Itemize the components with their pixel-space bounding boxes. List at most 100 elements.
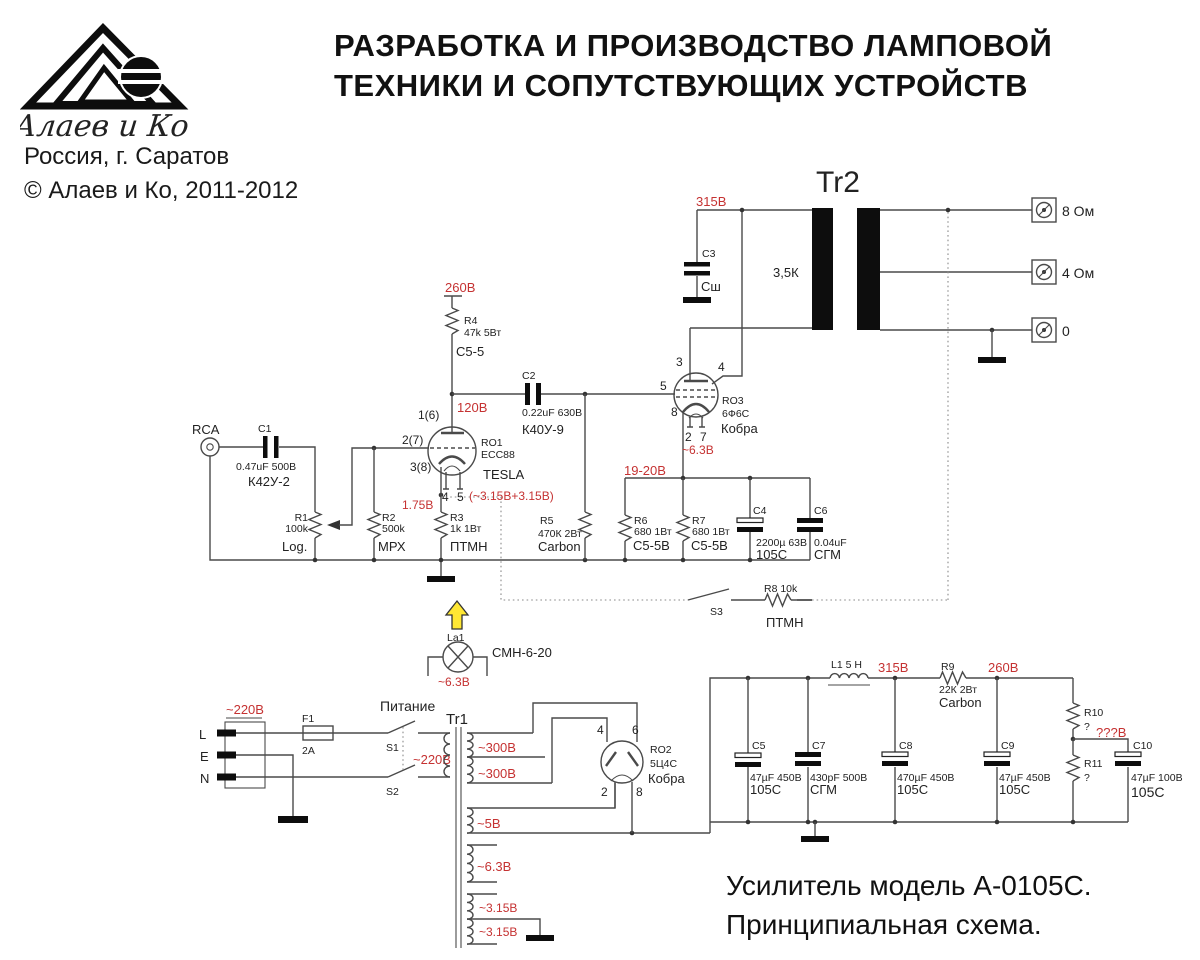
feedback-loop: S3 R8 10k ПТМН <box>441 212 949 630</box>
c10-type: 105С <box>1131 784 1164 800</box>
mains-terminal-e: E <box>200 749 209 764</box>
ro2-brand: Кобра <box>648 771 685 786</box>
model-title: Усилитель модель А-0105С. Принципиальная… <box>726 866 1092 944</box>
pilot-lamp: La1 СМН-6-20 ~6.3В <box>427 599 552 689</box>
ro1-ref: RO1 <box>481 437 503 449</box>
c2-value: 0.22uF 630В <box>522 407 582 419</box>
page-title: РАЗРАБОТКА И ПРОИЗВОДСТВО ЛАМПОВОЙ ТЕХНИ… <box>334 26 1052 106</box>
terminal-8ohm-label: 8 Ом <box>1062 203 1094 219</box>
c6-value: 0.04uF <box>814 537 847 549</box>
mains-voltage: ~220В <box>226 702 264 717</box>
c6-ref: C6 <box>814 505 828 517</box>
voltage-120: 120В <box>457 400 487 415</box>
c1-ref: C1 <box>258 423 272 435</box>
speaker-terminal-4ohm <box>1031 259 1057 285</box>
r6-type: С5-5В <box>633 538 670 553</box>
ro3-pin-3: 3 <box>676 355 683 369</box>
w315b-label: ~3.15В <box>479 925 517 939</box>
fuse-ref: F1 <box>302 713 314 725</box>
ro3-heater-voltage: ~6.3В <box>682 443 714 457</box>
r3-ref: R3 <box>450 512 464 524</box>
r2-ref: R2 <box>382 512 396 524</box>
ro2-ref: RO2 <box>650 744 672 756</box>
company-logo-icon: Алаев и Ко <box>20 22 191 144</box>
c5-value: 47µF 450В <box>750 772 802 784</box>
ro1-pin-4: 4 <box>442 490 449 504</box>
c5-type: 105С <box>750 782 781 797</box>
cathode-network: 19-20В R6 680 1Вт С5-5В R7 680 1Вт С5-5В… <box>617 463 847 563</box>
r3-type: ПТМН <box>450 539 488 554</box>
c7-value: 430pF 500В <box>810 772 867 784</box>
c9-ref: C9 <box>1001 740 1015 752</box>
psu-mains: ~220В L E N F1 2A Питание S1 S2 <box>199 698 450 823</box>
ro2-pin-6: 6 <box>632 723 639 737</box>
r6-ref: R6 <box>634 515 648 527</box>
tr1-core <box>455 727 462 948</box>
voltage-unknown: ???В <box>1096 725 1126 740</box>
voltage-1v75: 1.75В <box>402 498 433 512</box>
fuse-value: 2A <box>302 745 315 757</box>
output-transformer-tr2: Tr2 315В C3 Сш 3,5К <box>683 166 1094 363</box>
s3-label: S3 <box>710 606 723 618</box>
ground-bar-heater-ct <box>526 935 554 941</box>
lamp-ref: La1 <box>447 632 465 644</box>
r9-ref: R9 <box>941 661 955 673</box>
c8-ref: C8 <box>899 740 913 752</box>
ro3-pin-4: 4 <box>718 360 725 374</box>
r5-value: 470К 2Вт <box>538 528 582 540</box>
lamp-voltage: ~6.3В <box>438 675 470 689</box>
c5-ref: C5 <box>752 740 766 752</box>
ro3-pin-7: 7 <box>700 430 707 444</box>
c8-type: 105С <box>897 782 928 797</box>
s1-label: S1 <box>386 742 399 754</box>
r3-value: 1k 1Вт <box>450 523 482 535</box>
r10-ref: R10 <box>1084 707 1103 719</box>
tube-ro1: 1(6) 2(7) 3(8) 4 5 (~3.15В+3.15В) RO1 EC… <box>402 408 554 504</box>
c6-type: СГМ <box>814 547 841 562</box>
w300a-label: ~300В <box>478 740 516 755</box>
ro1-model: ECC88 <box>481 449 515 461</box>
tr2-label: Tr2 <box>816 166 860 199</box>
tube-ro2: 4 6 2 8 RO2 5Ц4С Кобра <box>597 723 685 833</box>
speaker-terminal-0 <box>1031 317 1057 343</box>
input-stage: RCA C1 0.47uF 500В К42У-2 R1 100k Log. R… <box>192 280 810 582</box>
r7-value: 680 1Вт <box>692 526 730 538</box>
r1-wiper-arrow-icon <box>327 520 340 530</box>
l1-label: L1 5 H <box>831 659 862 671</box>
s2-label: S2 <box>386 786 399 798</box>
speaker-terminal-8ohm <box>1031 197 1057 223</box>
tr1-label: Tr1 <box>446 711 468 728</box>
ground-bar-r3 <box>427 576 455 582</box>
ground-bar-psu <box>801 836 829 842</box>
r1-ref: R1 <box>295 512 309 524</box>
r9-value: 22К 2Вт <box>939 684 977 696</box>
r9-type: Carbon <box>939 695 982 710</box>
c4-ref: C4 <box>753 505 767 517</box>
r2-value: 500k <box>382 523 406 535</box>
power-transformer-tr1: Tr1 ~220В ~300В ~300В ~5В ~6.3В ~3.15В <box>413 702 710 948</box>
r4-ref: R4 <box>464 315 478 327</box>
voltage-315-top: 315В <box>696 194 726 209</box>
w300b-label: ~300В <box>478 766 516 781</box>
r11-ref: R11 <box>1084 758 1103 770</box>
psu-filter: L1 5 H 315В R9 22К 2Вт Carbon 260В C5 47… <box>709 659 1183 842</box>
c4-value: 2200µ 63В <box>756 537 807 549</box>
c2-ref: C2 <box>522 370 536 382</box>
bplus-riser <box>709 677 830 833</box>
rca-label: RCA <box>192 422 220 437</box>
ro3-pin-2: 2 <box>685 430 692 444</box>
tr1-primary-voltage: ~220В <box>413 752 451 767</box>
c10-value: 47µF 100В <box>1131 772 1183 784</box>
r1-value: 100k <box>285 523 309 535</box>
ground-bar-earth <box>278 816 308 823</box>
r11-value: ? <box>1084 772 1090 784</box>
r7-ref: R7 <box>692 515 706 527</box>
ro3-pin-8: 8 <box>671 405 678 419</box>
voltage-260-top: 260В <box>445 280 475 295</box>
ro1-heater-voltage: (~3.15В+3.15В) <box>469 489 554 503</box>
w63-label: ~6.3В <box>477 859 511 874</box>
r5-ref: R5 <box>540 515 554 527</box>
ro1-brand: TESLA <box>483 467 525 482</box>
